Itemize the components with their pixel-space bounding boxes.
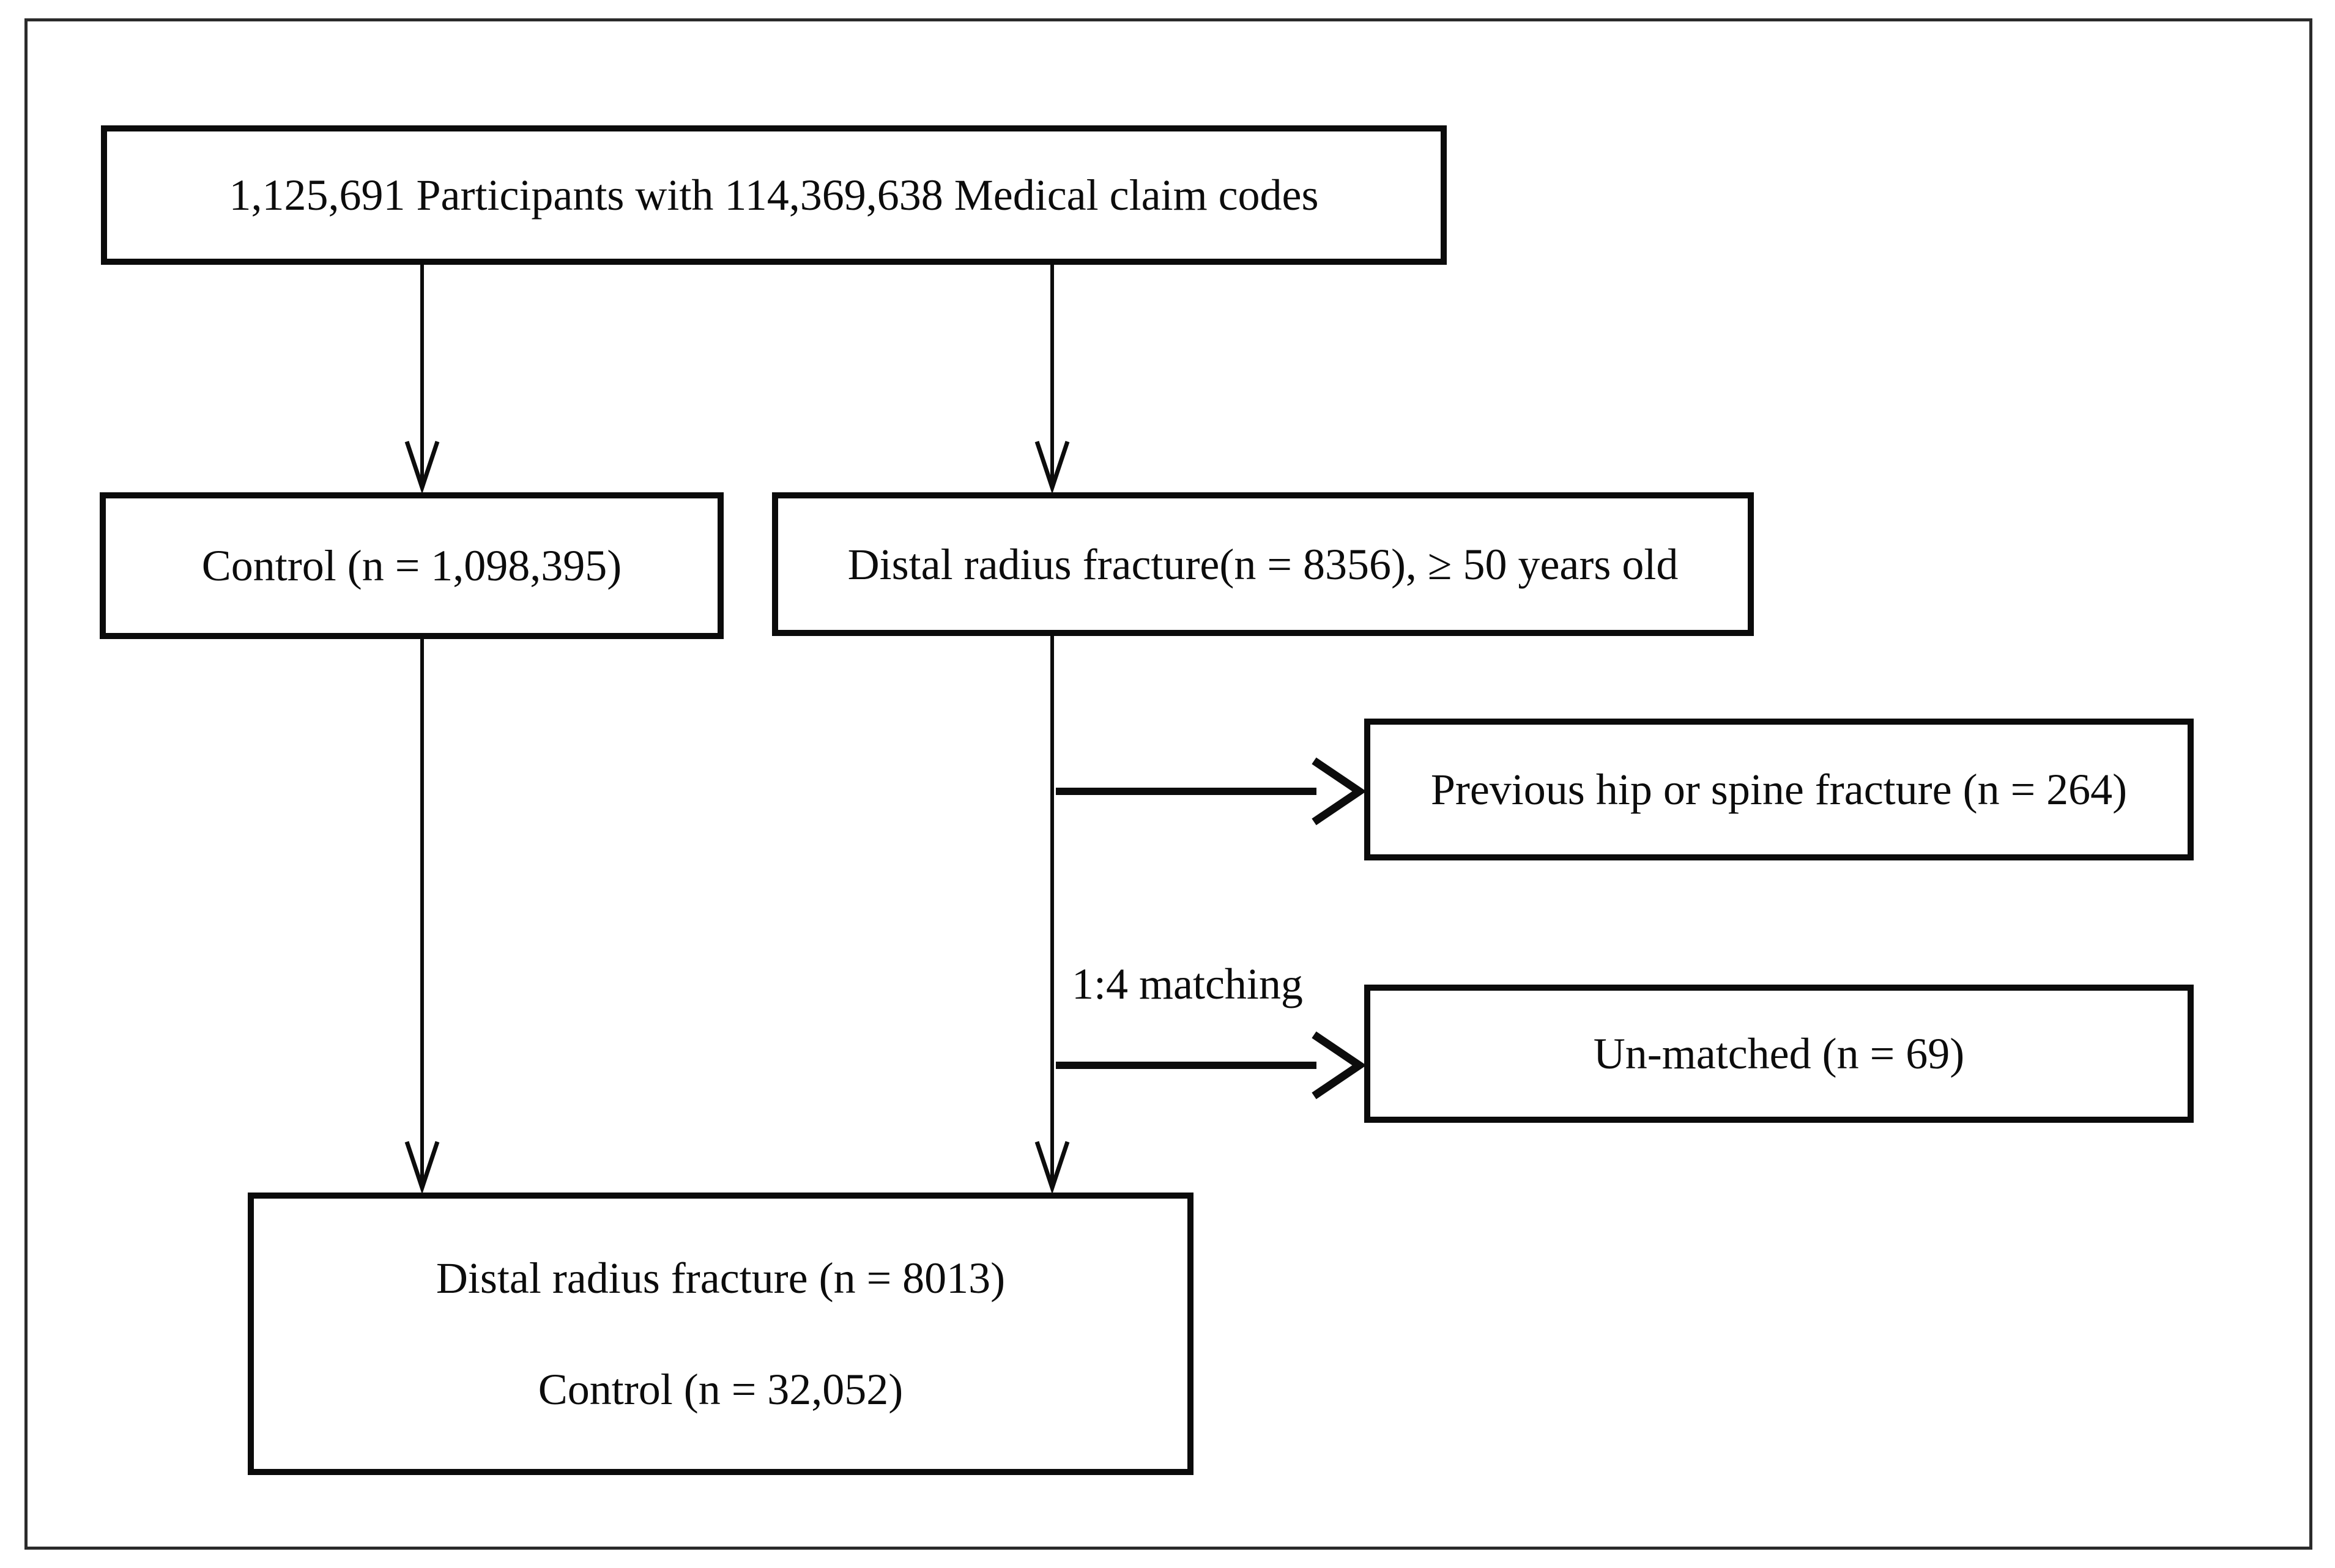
outer-border	[24, 18, 2312, 1550]
arrow-fracture-to-previous	[1056, 757, 1367, 826]
distal-radius-fracture-box: Distal radius fracture(n = 8356), ≥ 50 y…	[772, 492, 1754, 636]
final-fracture-count-label: Distal radius fracture (n = 8013)	[436, 1254, 1006, 1303]
previous-fracture-label: Previous hip or spine fracture (n = 264)	[1430, 765, 2128, 814]
participants-box: 1,125,691 Participants with 114,369,638 …	[101, 125, 1447, 265]
unmatched-label: Un-matched (n = 69)	[1593, 1029, 1965, 1078]
arrow-participants-to-control	[404, 265, 440, 495]
previous-fracture-exclusion-box: Previous hip or spine fracture (n = 264)	[1364, 719, 2194, 860]
arrow-fracture-to-final	[1034, 636, 1070, 1195]
final-control-count-label: Control (n = 32,052)	[538, 1365, 904, 1414]
final-cohort-box: Distal radius fracture (n = 8013) Contro…	[248, 1193, 1193, 1475]
participants-label: 1,125,691 Participants with 114,369,638 …	[229, 171, 1319, 220]
control-box: Control (n = 1,098,395)	[100, 492, 724, 639]
distal-radius-fracture-label: Distal radius fracture(n = 8356), ≥ 50 y…	[847, 539, 1679, 589]
matching-ratio-label: 1:4 matching	[1072, 960, 1303, 1008]
arrow-control-to-final	[404, 639, 440, 1195]
arrow-fracture-to-unmatched	[1056, 1031, 1367, 1100]
arrow-participants-to-fracture	[1034, 265, 1070, 495]
control-label: Control (n = 1,098,395)	[201, 541, 622, 590]
unmatched-exclusion-box: Un-matched (n = 69)	[1364, 985, 2194, 1123]
